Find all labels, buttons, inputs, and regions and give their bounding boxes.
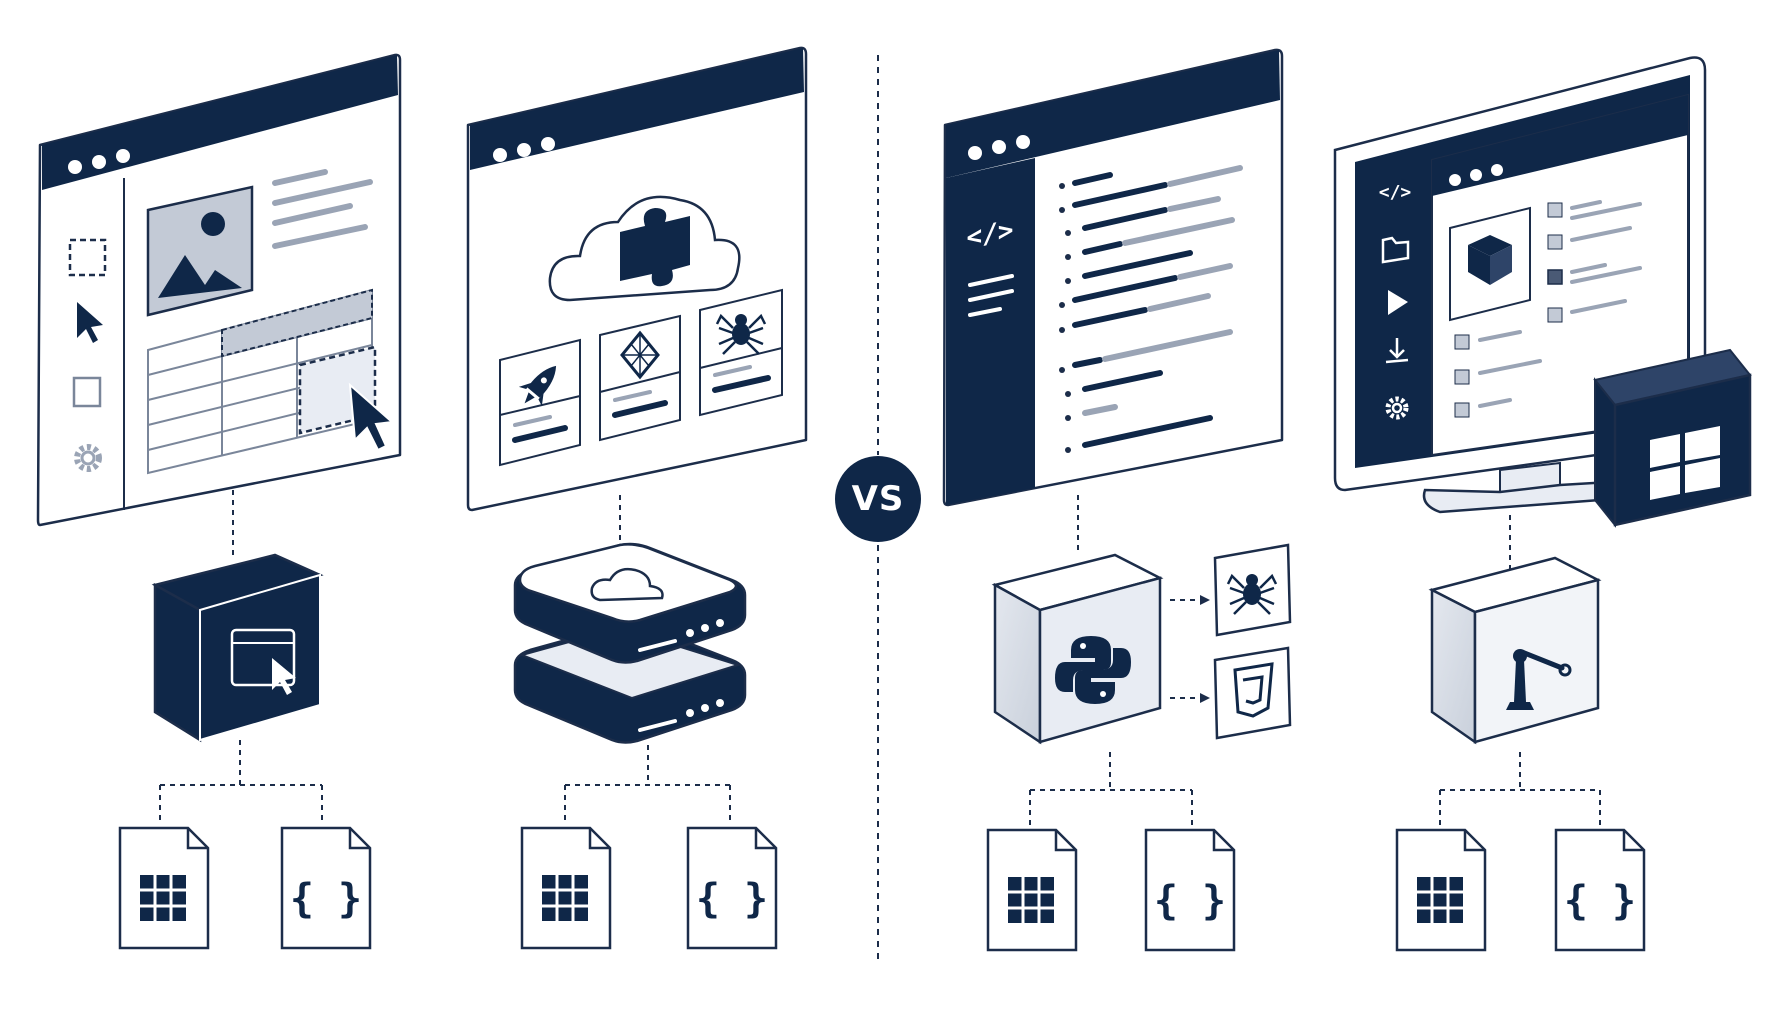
text-lines [272, 169, 373, 249]
download-icon[interactable] [1385, 338, 1409, 364]
window-dot-1[interactable] [493, 148, 507, 162]
click-cursor-icon[interactable] [348, 382, 395, 452]
cursor-icon[interactable] [77, 302, 103, 343]
diamond-card[interactable] [599, 314, 681, 442]
folder-icon[interactable] [1381, 236, 1410, 264]
svg-text:{ }: { } [1564, 878, 1636, 924]
spreadsheet-file-icon[interactable] [118, 826, 210, 950]
cloud-puzzle-icon[interactable] [548, 195, 741, 302]
spreadsheet-file-icon[interactable] [1395, 828, 1487, 952]
gear-icon[interactable] [74, 444, 102, 472]
vs-badge: VS [835, 456, 921, 542]
window-dot-3[interactable] [116, 149, 130, 163]
css3-icon[interactable] [1213, 646, 1292, 740]
window-dot-2[interactable] [517, 143, 531, 157]
gear-icon[interactable] [1385, 396, 1409, 420]
window-dot-1[interactable] [1449, 174, 1461, 186]
spreadsheet-file-icon[interactable] [986, 828, 1078, 952]
menu-icon[interactable] [968, 274, 1014, 317]
cloud-server-stack-icon [513, 542, 747, 744]
desktop-monitor: </> [1333, 56, 1707, 514]
checklist [1454, 200, 1642, 418]
windows-icon[interactable] [1593, 348, 1752, 528]
image-icon[interactable] [146, 185, 254, 317]
cube-icon[interactable] [1449, 206, 1531, 322]
spider-icon [715, 313, 767, 355]
selection-icon[interactable] [68, 238, 107, 277]
window-dot-3[interactable] [541, 137, 555, 151]
json-file-icon[interactable]: { } [1144, 828, 1236, 952]
spider-icon[interactable] [1213, 543, 1292, 637]
window-dot-1[interactable] [68, 160, 82, 174]
code-lines [1059, 165, 1243, 453]
window-dot-2[interactable] [1470, 169, 1482, 181]
robot-arm-icon [1428, 556, 1602, 745]
panel-visual-scraper: { } [36, 53, 402, 950]
svg-text:{ }: { } [1154, 878, 1226, 924]
play-icon[interactable] [1388, 290, 1408, 315]
window-dot-3[interactable] [1491, 164, 1503, 176]
browser-window [466, 46, 808, 512]
spider-card[interactable] [699, 288, 783, 417]
spreadsheet-file-icon[interactable] [520, 826, 612, 950]
box-icon[interactable] [72, 376, 102, 408]
svg-text:{ }: { } [696, 876, 768, 922]
code-icon[interactable]: </> [1379, 182, 1412, 203]
code-editor-window: </> [942, 48, 1284, 507]
panel-cloud-platform: { } [466, 46, 808, 950]
browser-cursor-icon [151, 553, 324, 743]
window-dot-1[interactable] [968, 146, 982, 160]
rocket-card[interactable] [499, 338, 581, 467]
rocket-icon [518, 365, 557, 407]
browser-window [36, 53, 402, 527]
panel-desktop-rpa: </> [1333, 56, 1752, 952]
svg-text:{ }: { } [290, 876, 362, 922]
window-dot-2[interactable] [92, 155, 106, 169]
window-dot-3[interactable] [1016, 135, 1030, 149]
table-icon[interactable] [147, 288, 377, 475]
json-file-icon[interactable]: { } [1554, 828, 1646, 952]
python-icon [991, 553, 1164, 745]
window-dot-2[interactable] [992, 140, 1006, 154]
diamond-icon [620, 330, 660, 380]
json-file-icon[interactable]: { } [686, 826, 778, 950]
panel-code-library: </> [942, 48, 1292, 952]
json-file-icon[interactable]: { } [280, 826, 372, 950]
